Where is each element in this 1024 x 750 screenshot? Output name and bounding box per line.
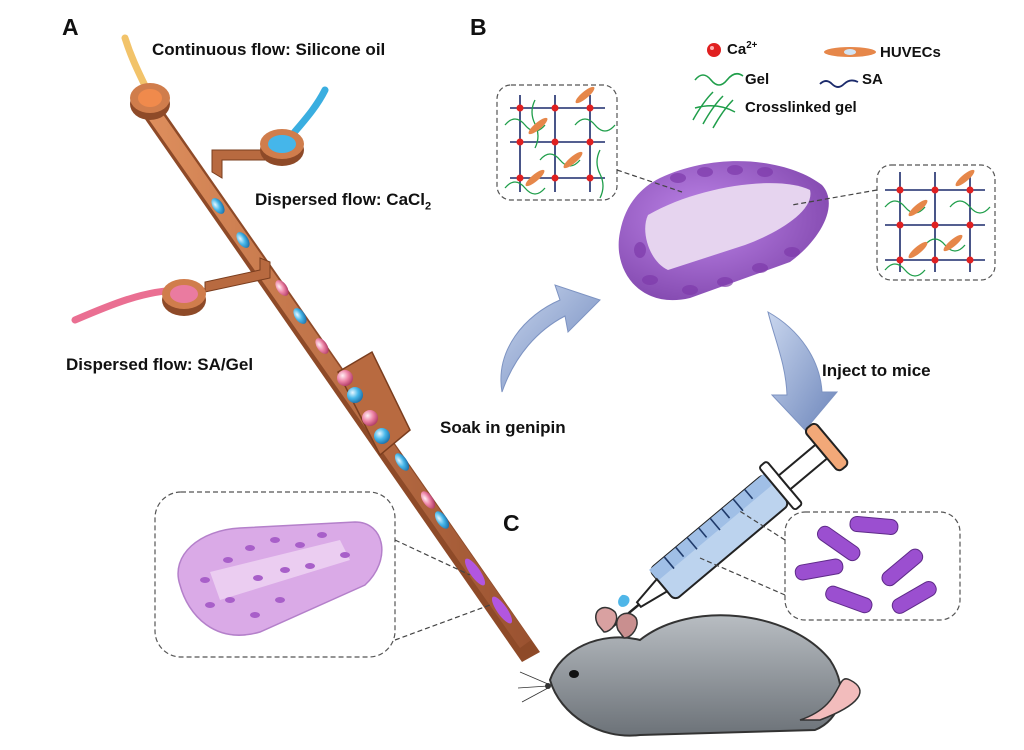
panel-label-a: A bbox=[62, 14, 79, 40]
inject-label: Inject to mice bbox=[822, 361, 931, 380]
ca-icon bbox=[707, 43, 721, 57]
dispersed-cacl2-label: Dispersed flow: CaCl2 bbox=[255, 190, 432, 213]
mouse-eye bbox=[569, 670, 579, 678]
mouse-tail bbox=[799, 678, 861, 721]
mouse-illustration bbox=[517, 606, 861, 737]
microfluidic-chip bbox=[71, 34, 540, 662]
network-box-right bbox=[791, 164, 996, 281]
syringe bbox=[611, 422, 849, 628]
sa-icon bbox=[819, 79, 859, 88]
channel-fibers bbox=[464, 558, 513, 624]
mouse-ear bbox=[595, 606, 618, 633]
cacl2-inlet bbox=[260, 129, 304, 166]
legend-huvecs: HUVECs bbox=[880, 44, 941, 61]
legend-gel: Gel bbox=[745, 71, 770, 88]
fiber-cross-section-zoom bbox=[154, 491, 491, 658]
arrow-inject bbox=[767, 310, 839, 431]
silicone-oil-inlet bbox=[130, 83, 170, 120]
sagel-inlet bbox=[162, 279, 206, 316]
injected-fibers-zoom bbox=[699, 509, 961, 621]
legend-crosslinked-gel: Crosslinked gel bbox=[745, 99, 857, 116]
hollow-fiber bbox=[618, 161, 829, 301]
panel-label-c: C bbox=[503, 510, 520, 536]
dispersed-sagel-label: Dispersed flow: SA/Gel bbox=[66, 355, 254, 374]
panel-label-b: B bbox=[470, 14, 487, 40]
droplets bbox=[211, 198, 450, 529]
droplet-icon bbox=[618, 594, 630, 607]
continuous-flow-label: Continuous flow: Silicone oil bbox=[152, 40, 386, 59]
arrow-soak bbox=[500, 284, 601, 393]
legend-ca: Ca2+ bbox=[727, 40, 758, 58]
legend-sa: SA bbox=[862, 71, 883, 88]
gel-icon bbox=[694, 72, 744, 86]
crosslinked-gel-icon bbox=[692, 91, 736, 129]
huvec-icon bbox=[824, 47, 876, 57]
legend-icons bbox=[692, 43, 876, 129]
network-box-left bbox=[496, 84, 683, 201]
soak-label: Soak in genipin bbox=[440, 418, 566, 437]
